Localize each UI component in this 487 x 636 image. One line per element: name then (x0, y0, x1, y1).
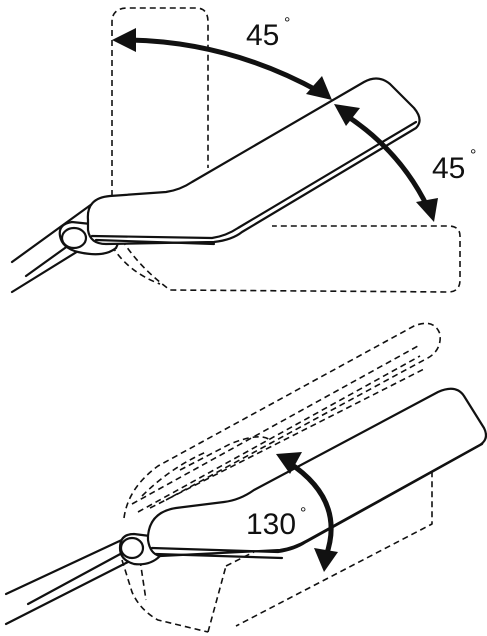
top-figure: 45 ° 45 ° (10, 7, 476, 294)
lamp-head (86, 77, 421, 246)
arrow-rotate-down (334, 104, 438, 222)
arrow-rotate-up (112, 28, 332, 100)
angle-label-up-unit: ° (284, 15, 290, 32)
lamp-arm-bottom (4, 536, 134, 626)
angle-label-range-value: 130 (246, 508, 296, 541)
angle-label-range-unit: ° (300, 505, 306, 522)
arrow-rotate-range (276, 452, 338, 572)
angle-label-up-value: 45 (246, 19, 279, 52)
bottom-figure: 130 ° (4, 322, 487, 633)
ghost-head-raised-outline-bottom (123, 322, 441, 519)
angle-label-down-value: 45 (432, 152, 465, 185)
lamp-head-bottom (146, 387, 487, 560)
ghost-head-raised-outline (111, 7, 209, 196)
angle-label-down-unit: ° (470, 147, 476, 164)
